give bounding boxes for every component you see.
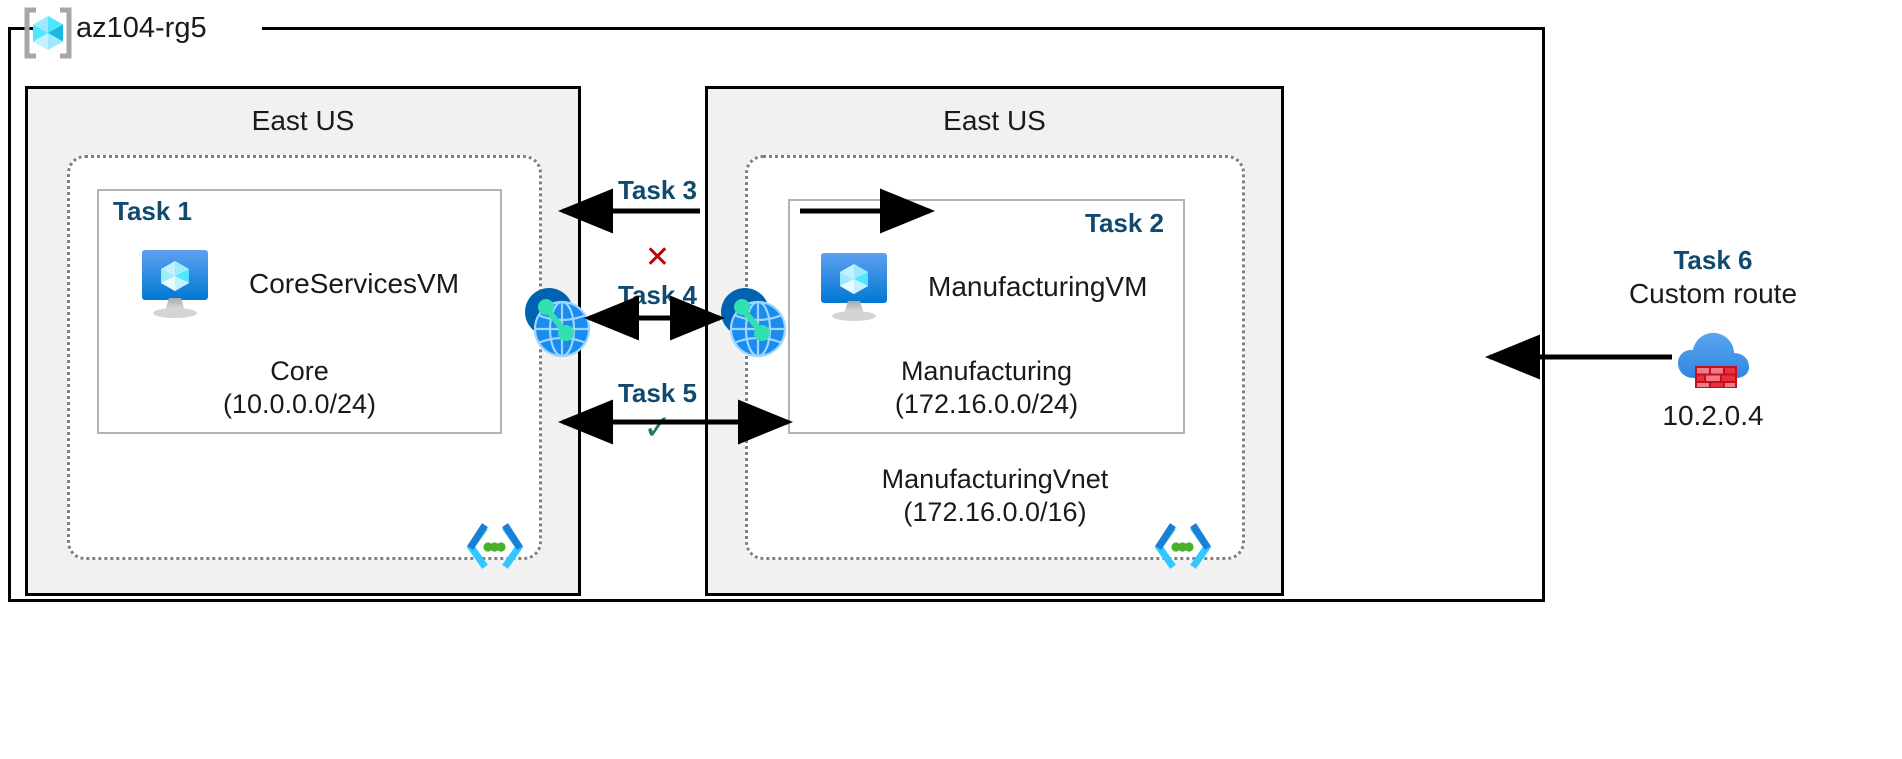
firewall-cloud-icon [1678, 332, 1749, 388]
vm-core-services: CoreServicesVM [133, 247, 459, 321]
vm-name-manufacturing: ManufacturingVM [928, 271, 1148, 302]
resource-group-icon [24, 7, 72, 59]
task-label-5: Task 5 [617, 378, 697, 408]
vnet-name-manufacturing: ManufacturingVnet [881, 464, 1109, 494]
resource-group-name: az104-rg5 [76, 12, 207, 44]
task-label-2: Task 2 [1085, 208, 1165, 238]
task5-allowed-mark: ✓ [643, 409, 672, 447]
task-label-4: Task 4 [617, 280, 697, 310]
custom-route-ip: 10.2.0.4 [1662, 400, 1764, 431]
task-label-1: Task 1 [113, 196, 193, 226]
subnet-name-core: Core [270, 356, 329, 386]
subnet-name-manufacturing: Manufacturing [900, 356, 1073, 386]
task-label-3: Task 3 [617, 175, 697, 205]
virtual-machine-icon [821, 253, 887, 321]
custom-route-label: Custom route [1628, 278, 1798, 309]
task3-blocked-mark: ✕ [644, 241, 671, 274]
vm-manufacturing: ManufacturingVM [812, 250, 1147, 324]
region-label-left: East US [251, 105, 355, 136]
subnet-cidr-core: (10.0.0.0/24) [222, 389, 377, 419]
vnet-cidr-manufacturing: (172.16.0.0/16) [903, 497, 1087, 527]
vm-name-core: CoreServicesVM [249, 268, 460, 299]
vnet-peering-icon [721, 288, 787, 358]
resource-group-title-gap [62, 14, 262, 40]
vnet-peering-icon [525, 288, 591, 358]
virtual-machine-icon [142, 250, 208, 318]
vnet-icon [1154, 523, 1212, 569]
subnet-cidr-manufacturing: (172.16.0.0/24) [894, 389, 1079, 419]
task-label-6: Task 6 [1673, 245, 1753, 275]
vnet-icon [466, 523, 524, 569]
region-label-right: East US [943, 105, 1046, 136]
custom-route-group: Task 6 Custom route [1598, 244, 1828, 312]
